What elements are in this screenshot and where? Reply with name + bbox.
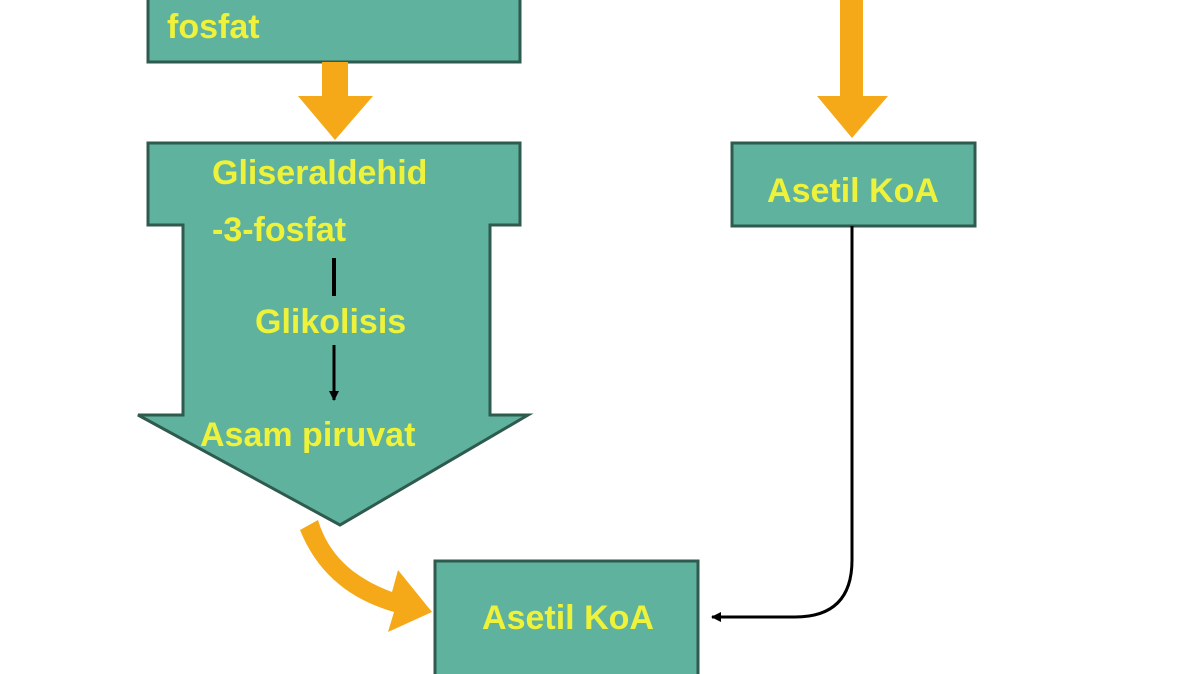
glikolisis-label: Glikolisis	[255, 303, 406, 341]
bottom-box-label: Asetil KoA	[482, 599, 654, 637]
g3p-label-line1: Gliseraldehid	[212, 154, 427, 192]
flow-arrow-curved	[300, 520, 432, 632]
bottom-box	[433, 559, 700, 674]
pyruvate-label: Asam piruvat	[200, 416, 415, 454]
flow-arrow-right	[817, 0, 888, 138]
top-box-label: fosfat	[167, 8, 260, 46]
glycolysis-block	[137, 141, 534, 527]
flow-arrow-left	[298, 62, 373, 140]
top-box	[146, 0, 522, 64]
connector-arrow	[711, 226, 854, 622]
g3p-label-line2: -3-fosfat	[212, 211, 346, 249]
right-box-label: Asetil KoA	[767, 172, 939, 210]
